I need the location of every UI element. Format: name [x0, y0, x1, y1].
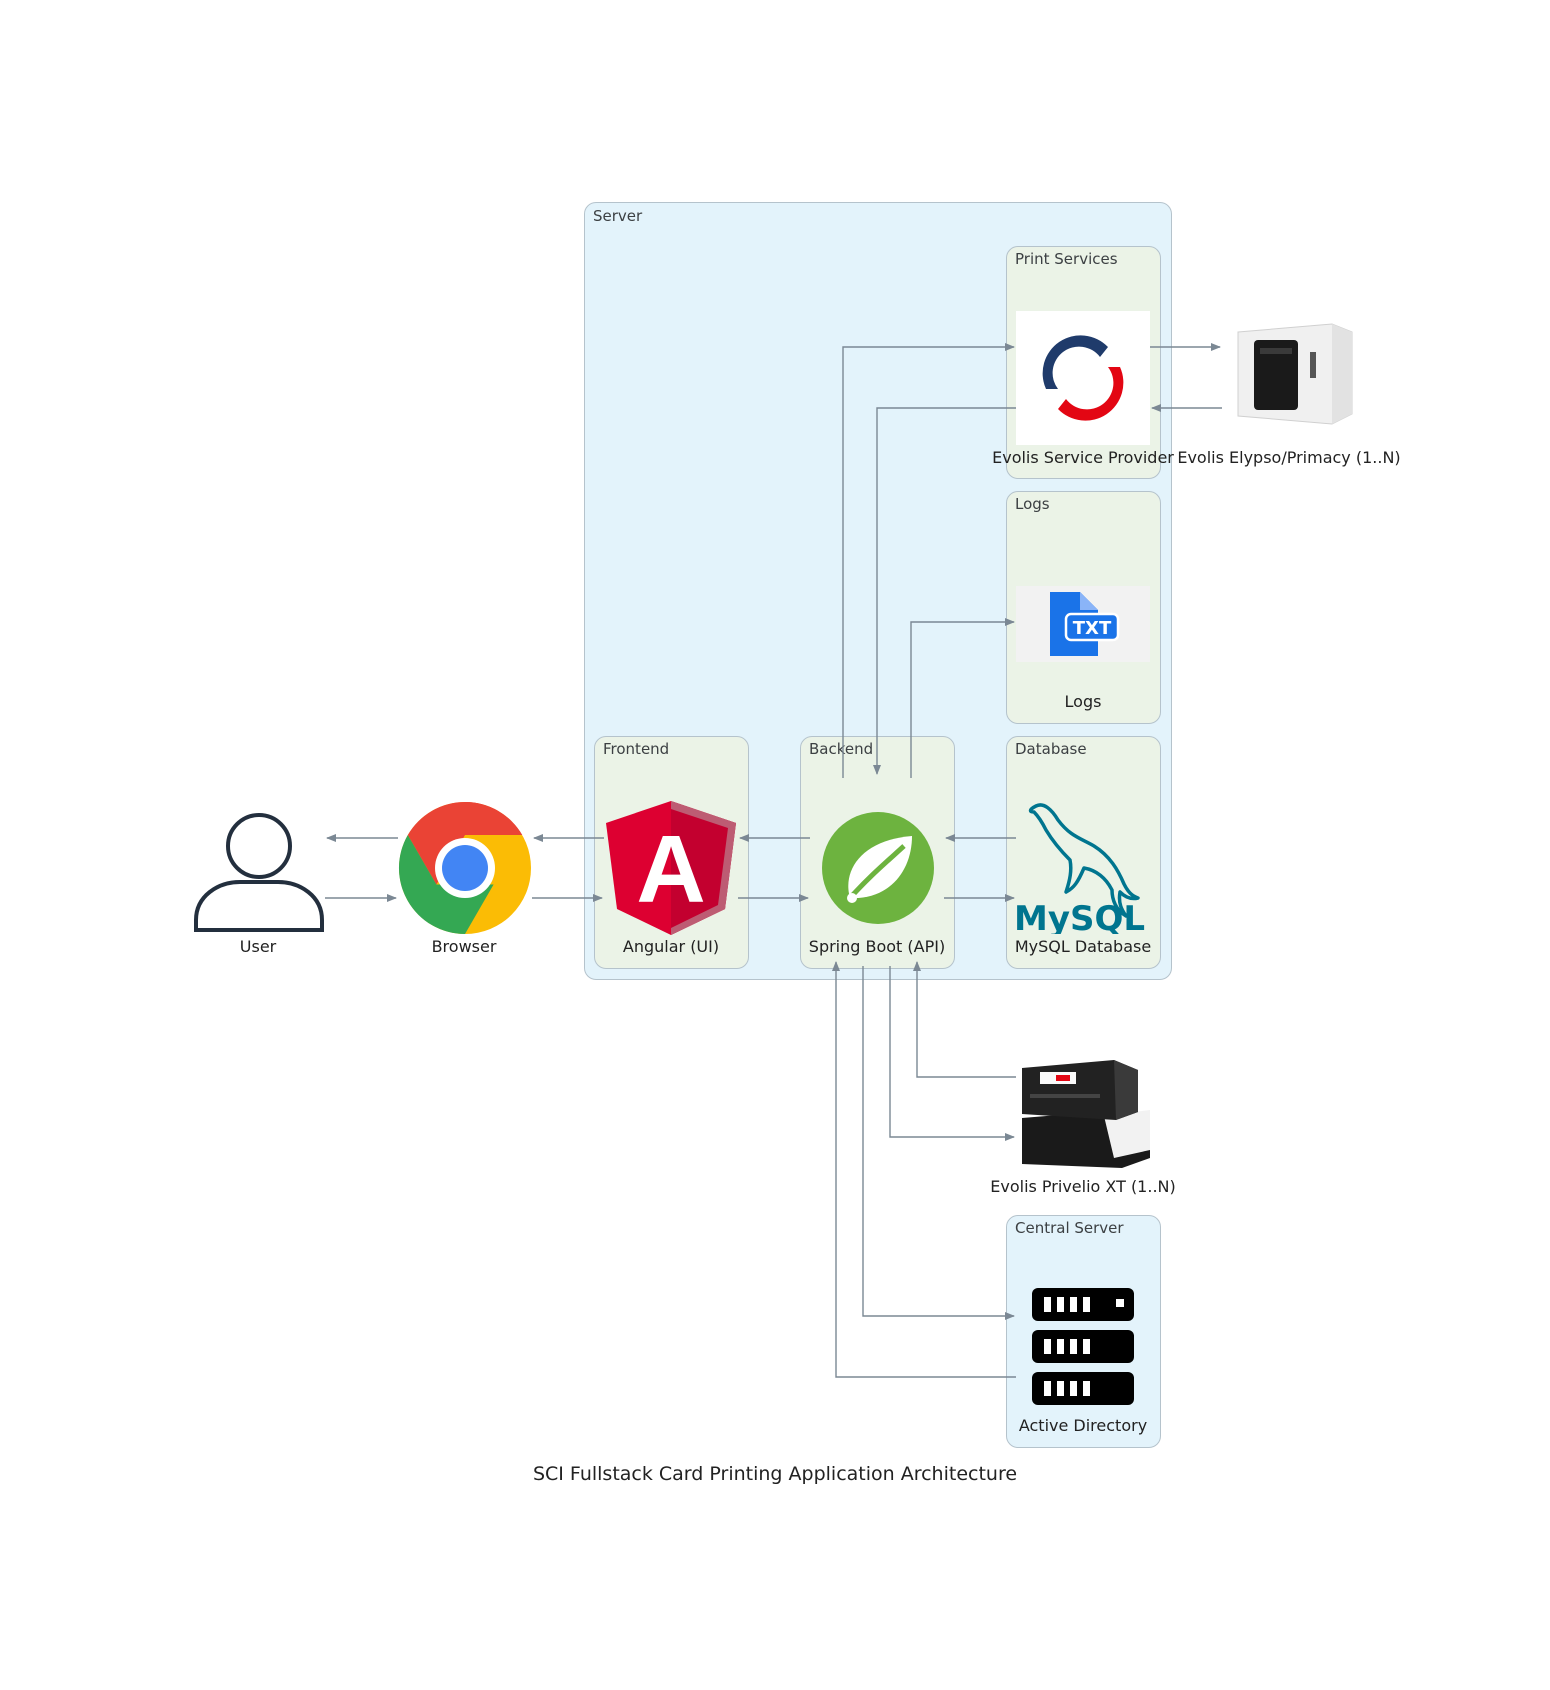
- database-cluster: [1006, 736, 1161, 969]
- print-services-cluster-label: Print Services: [1015, 250, 1118, 268]
- evolis-service-provider-icon: [1016, 311, 1150, 445]
- txt-file-icon: TXT: [1016, 586, 1150, 662]
- server-cluster-label: Server: [593, 207, 643, 225]
- diagram-title: SCI Fullstack Card Printing Application …: [532, 1463, 1018, 1485]
- privelio-label: Evolis Privelio XT (1..N): [990, 1177, 1176, 1196]
- edge-ad-to-spring: [832, 961, 1016, 1378]
- browser-label: Browser: [431, 937, 497, 956]
- privelio-printer-icon: [1022, 1060, 1150, 1168]
- server-rack-icon: [1032, 1288, 1134, 1405]
- mysql-label: MySQL Database: [1014, 937, 1152, 956]
- txt-badge: TXT: [1073, 618, 1112, 639]
- edge-spring-to-logs: [910, 618, 1015, 778]
- database-cluster-label: Database: [1015, 740, 1087, 758]
- edge-spring-to-provider: [842, 343, 1015, 778]
- elypso-label: Evolis Elypso/Primacy (1..N): [1177, 448, 1401, 467]
- chrome-icon: [398, 802, 531, 934]
- angular-letter: A: [636, 816, 705, 923]
- spring-label: Spring Boot (API): [808, 937, 946, 956]
- edge-privelio-to-spring: [913, 961, 1016, 1078]
- elypso-printer-icon: [1237, 323, 1353, 425]
- spring-leaf-icon: [822, 812, 934, 924]
- central-server-cluster-label: Central Server: [1015, 1219, 1124, 1237]
- angular-label: Angular (UI): [622, 937, 720, 956]
- user-icon: [194, 813, 324, 932]
- mysql-icon: MySQL: [1014, 803, 1145, 934]
- edge-spring-to-privelio: [889, 966, 1015, 1141]
- active-directory-label: Active Directory: [1018, 1416, 1148, 1435]
- user-label: User: [239, 937, 277, 956]
- logs-label: Logs: [1064, 692, 1102, 711]
- evolis-provider-label: Evolis Service Provider: [992, 448, 1174, 467]
- mysql-wordmark: MySQL: [1014, 899, 1145, 934]
- logs-cluster-label: Logs: [1015, 495, 1050, 513]
- frontend-cluster-label: Frontend: [603, 740, 670, 758]
- edge-provider-to-spring: [873, 407, 1016, 775]
- edge-spring-to-ad: [862, 966, 1015, 1320]
- angular-icon: A: [606, 801, 736, 935]
- backend-cluster-label: Backend: [809, 740, 874, 758]
